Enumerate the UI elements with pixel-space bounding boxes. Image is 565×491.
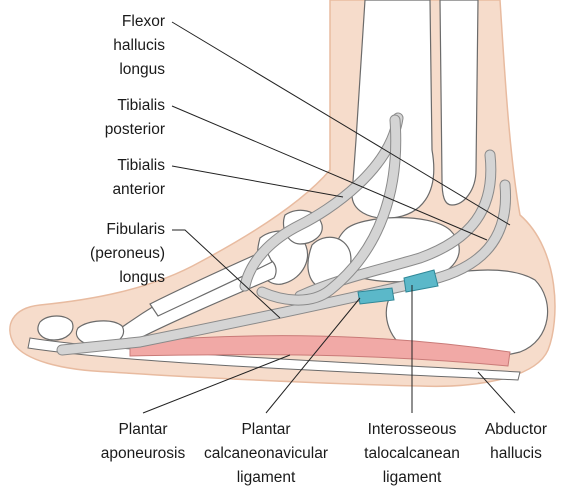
label-tibialis-anterior: Tibialis anterior <box>112 154 165 202</box>
fibula-bone <box>440 0 478 205</box>
label-interosseous-talocalcanean-ligament: Interosseous talocalcanean ligament <box>347 418 477 490</box>
label-abductor-hallucis: Abductor hallucis <box>470 418 562 466</box>
label-tibialis-posterior: Tibialis posterior <box>105 94 165 142</box>
distal-phalanx-bone <box>38 316 73 340</box>
label-fibularis-longus: Fibularis (peroneus) longus <box>90 218 165 290</box>
label-flexor-hallucis-longus: Flexor hallucis longus <box>113 10 165 82</box>
label-plantar-calcaneonavicular-ligament: Plantar calcaneonavicular ligament <box>186 418 346 490</box>
leader-tibialis-anterior <box>172 166 343 197</box>
